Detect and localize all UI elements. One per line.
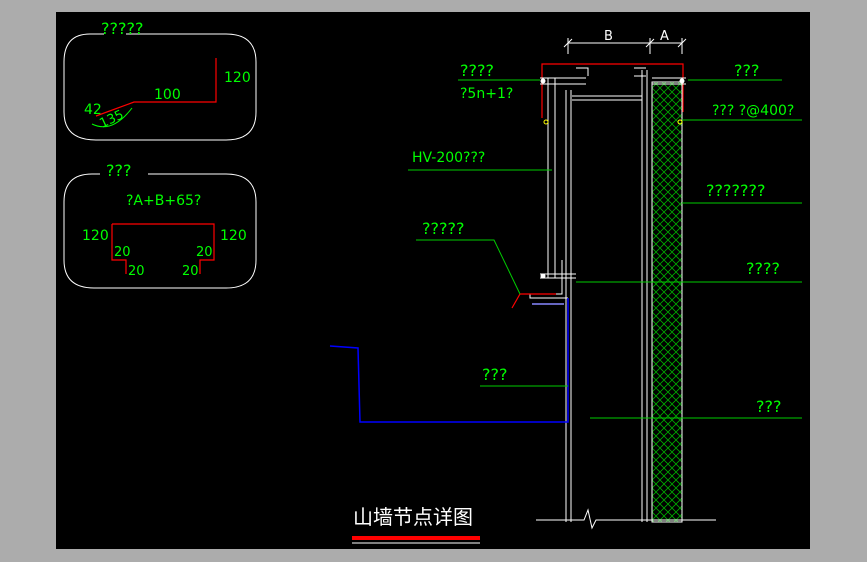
callout-top-right: ???	[734, 61, 759, 80]
detail-bottom-dim-right-120: 120	[220, 228, 247, 244]
detail-bottom-formula: ?A+B+65?	[126, 193, 201, 209]
dim-a-label: A	[660, 29, 669, 44]
detail-top-angle-arc	[91, 107, 133, 128]
wall-section: B A	[329, 29, 716, 530]
callout-right-4: ????	[746, 259, 780, 278]
drawing-title: 山墙节点详图	[353, 505, 473, 529]
roof-outline	[329, 298, 569, 423]
detail-top-dim-100: 100	[154, 87, 181, 103]
callout-left-mid: ?????	[422, 219, 464, 238]
detail-bottom-dim-20-c: 20	[128, 264, 145, 279]
detail-bottom-title: ???	[106, 161, 131, 180]
detail-bottom-dim-20-d: 20	[182, 264, 199, 279]
detail-flashing-top: ????? 120 100 42 135	[63, 19, 257, 141]
detail-bottom-dim-left-120: 120	[82, 228, 109, 244]
detail-top-title: ?????	[101, 19, 143, 38]
detail-bottom-profile	[111, 223, 215, 274]
callout-top-left-sub: ?5n+1?	[460, 86, 513, 102]
callout-right-3: ???????	[706, 181, 765, 200]
insulation-panel	[651, 81, 683, 523]
callout-bottom-left: ???	[482, 365, 507, 384]
hv-purlin	[547, 77, 556, 279]
detail-top-profile	[95, 58, 217, 117]
detail-top-frame	[63, 33, 257, 141]
detail-bottom-dim-20-b: 20	[196, 245, 213, 260]
callouts: ???? ?5n+1? ??? ??? ?@400? HV-200??? ???…	[408, 61, 802, 419]
callout-hv: HV-200???	[412, 150, 485, 166]
drawing-canvas: ????? 120 100 42 135 ??? ?A+B+65? 120 12…	[56, 12, 810, 549]
callout-right-2: ??? ?@400?	[712, 103, 794, 119]
cap-flashing	[541, 63, 684, 118]
detail-bottom-frame	[63, 173, 257, 289]
detail-top-dim-120: 120	[224, 70, 251, 86]
callout-top-left: ????	[460, 61, 494, 80]
dim-b-label: B	[604, 29, 613, 44]
detail-bottom-dim-20-a: 20	[114, 245, 131, 260]
detail-top-dim-42: 42	[84, 102, 102, 118]
callout-bottom-right: ???	[756, 397, 781, 416]
title-underline	[352, 536, 480, 540]
detail-flashing-bottom: ??? ?A+B+65? 120 120 20 20 20 20	[63, 161, 257, 289]
cad-drawing: ????? 120 100 42 135 ??? ?A+B+65? 120 12…	[63, 19, 802, 544]
